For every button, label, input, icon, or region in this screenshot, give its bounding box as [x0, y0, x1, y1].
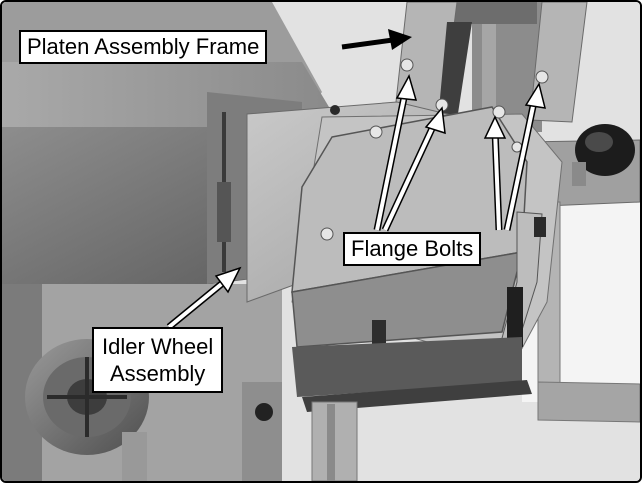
clamp-handle-top [534, 217, 546, 237]
callout-idler-wheel-line1: Idler Wheel [102, 334, 214, 359]
small-knob [330, 105, 340, 115]
callout-idler-wheel-line2: Assembly [109, 361, 206, 386]
leg-wheel-bracket [122, 432, 147, 481]
flange-bolt [400, 58, 414, 72]
frame-rail-channel [438, 22, 472, 120]
callout-flange-bolts: Flange Bolts [343, 232, 482, 266]
screw [320, 227, 334, 241]
arrow-platen-frame [341, 29, 412, 50]
lower-dark-rail [292, 337, 522, 397]
arrows-flange-bolts [373, 74, 547, 232]
hinge-plate [217, 182, 231, 242]
lower-dark-rail-shadow [302, 380, 532, 412]
screw [369, 125, 383, 139]
arrow-idler-wheel [166, 266, 242, 330]
clamp-knob-stem [572, 162, 586, 186]
leg-bolt [255, 403, 273, 421]
leg-slot [327, 404, 335, 481]
callout-platen-assembly-frame: Platen Assembly Frame [19, 30, 268, 64]
column-bracket [447, 2, 537, 24]
leg-lower-front [242, 382, 282, 481]
flange-bolt [492, 105, 506, 119]
lower-rail-right [537, 381, 640, 423]
frame-rail-right [529, 2, 588, 123]
platen-pin [372, 320, 386, 350]
clamp-knob-highlight [585, 132, 613, 152]
clamp-handle [507, 287, 523, 347]
flange-bolt [535, 70, 549, 84]
column-highlight [482, 2, 496, 132]
callout-idler-wheel-assembly: Idler Wheel Assembly [92, 327, 224, 393]
